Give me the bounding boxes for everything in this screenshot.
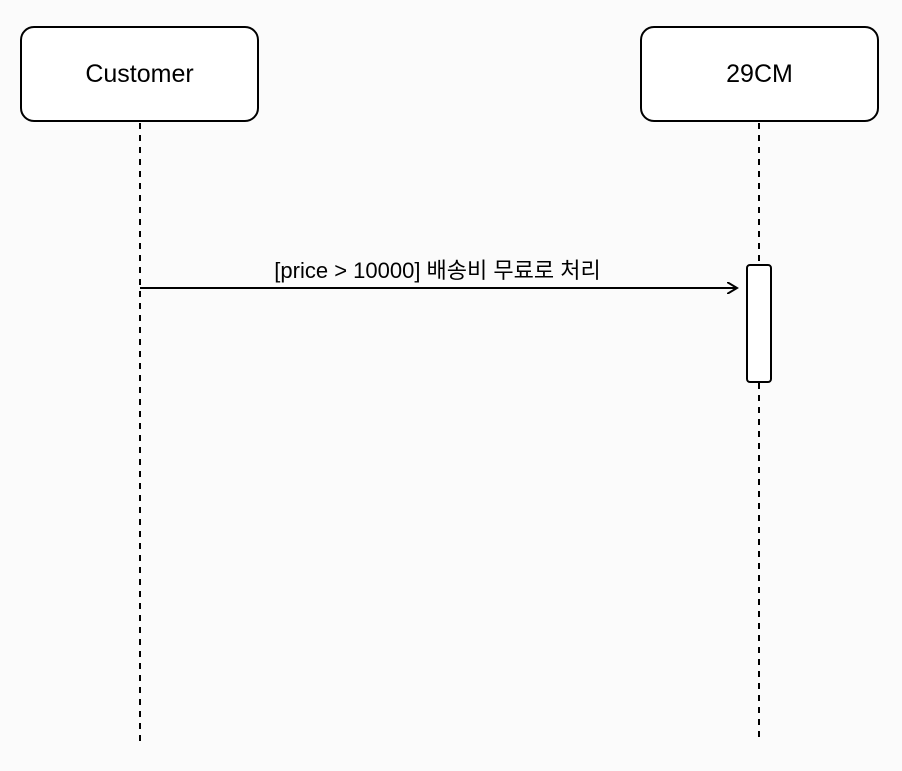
message-label: [price > 10000] 배송비 무료로 처리 — [274, 258, 601, 283]
participant-29cm-label: 29CM — [726, 59, 793, 88]
participant-customer: Customer — [20, 26, 259, 122]
participant-customer-label: Customer — [85, 59, 194, 88]
activation-bar — [746, 264, 772, 383]
participant-29cm: 29CM — [640, 26, 879, 122]
